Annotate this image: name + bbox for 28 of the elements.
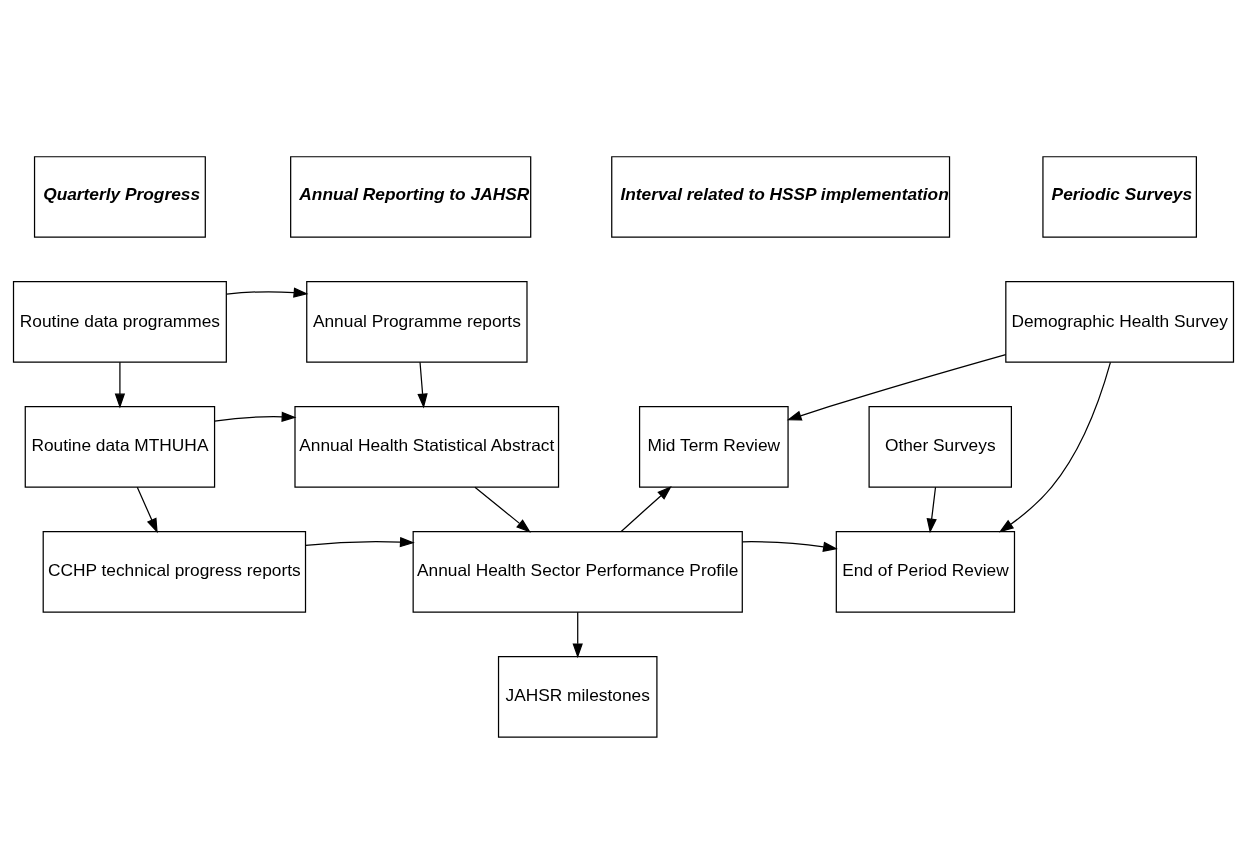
node-box: Annual Reporting to JAHSR (290, 155, 532, 238)
node-box: Other Surveys (868, 405, 1012, 488)
arrow (926, 486, 937, 533)
node-box: JAHSR milestones (497, 655, 658, 738)
arrow (417, 361, 428, 408)
node-box: Demographic Health Survey (1005, 280, 1235, 363)
arrow (786, 353, 1007, 421)
node-box: Annual Health Sector Performance Profile (412, 530, 743, 613)
arrow (474, 486, 531, 533)
node-box: Routine data programmes (12, 280, 227, 363)
arrow (304, 536, 415, 547)
node-box: Interval related to HSSP implementation (611, 155, 951, 238)
node-box: End of Period Review (835, 530, 1016, 613)
node-box: Quarterly Progress (33, 155, 206, 238)
arrow (114, 361, 126, 408)
node-box: Routine data MTHUHA (24, 405, 216, 488)
arrow (620, 485, 672, 532)
arrow (214, 411, 297, 422)
node-box: CCHP technical progress reports (42, 530, 307, 613)
node-box: Annual Health Statistical Abstract (294, 405, 560, 488)
arrow (998, 361, 1112, 533)
node-box: Mid Term Review (638, 405, 789, 488)
node-box: Periodic Surveys (1042, 155, 1197, 238)
arrow (136, 486, 158, 533)
node-box: Annual Programme reports (306, 280, 528, 363)
arrow (741, 540, 838, 552)
arrow (572, 611, 583, 658)
arrow (226, 286, 309, 298)
